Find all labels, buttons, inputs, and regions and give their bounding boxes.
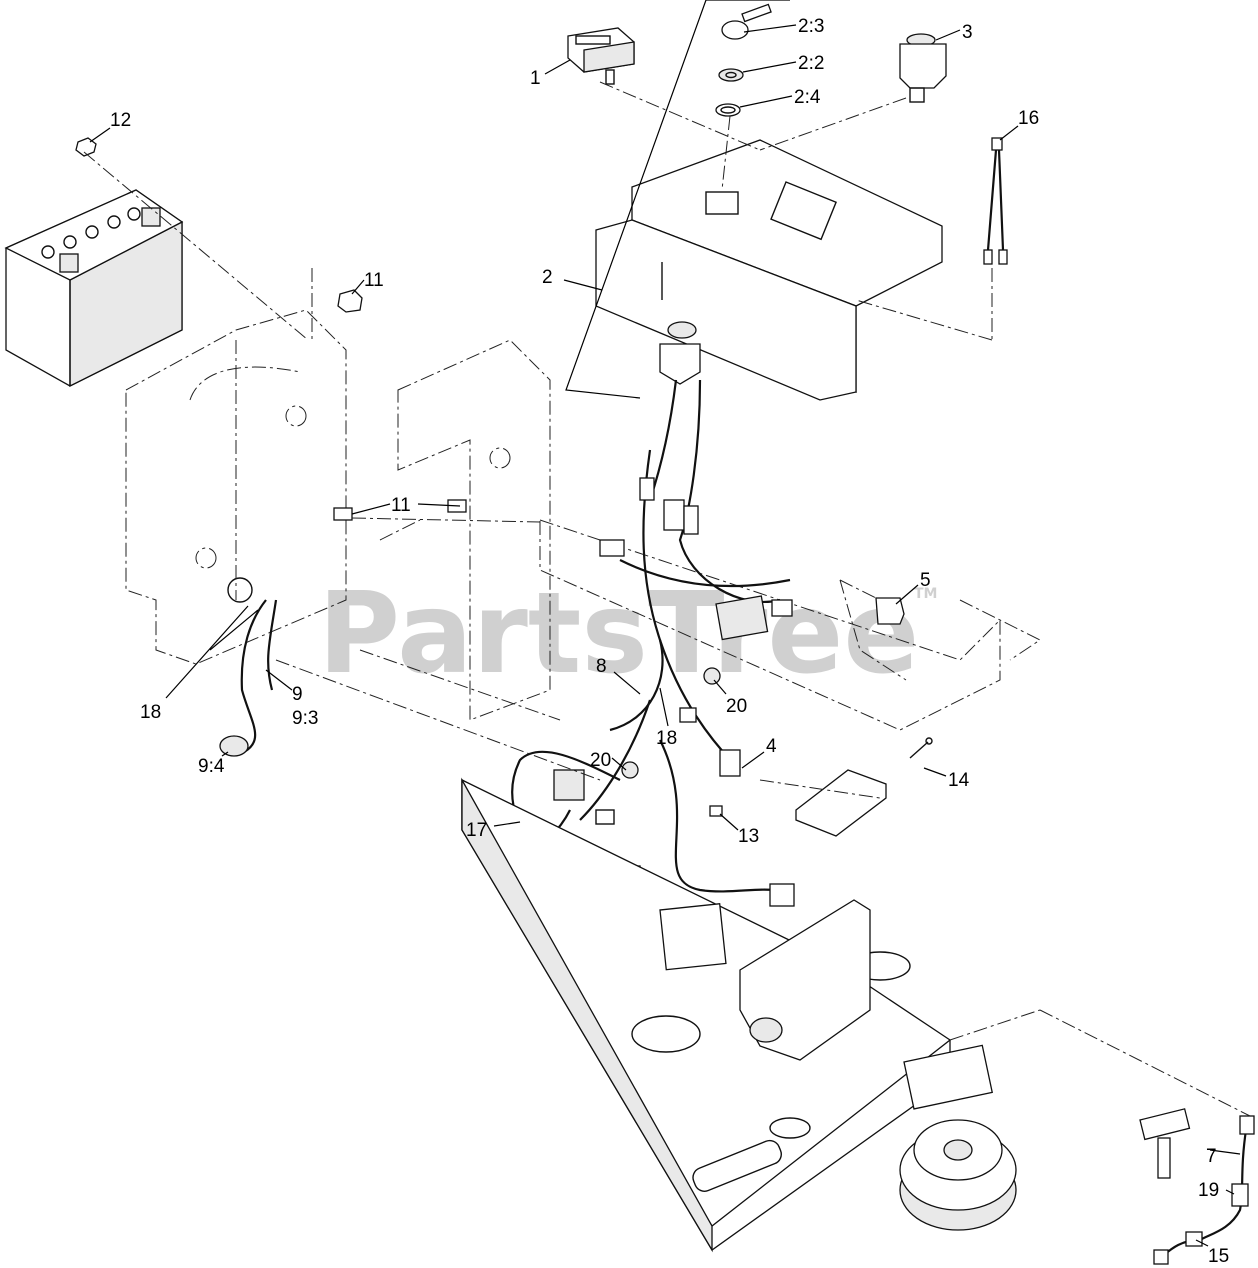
callout-16[interactable]: 16 bbox=[999, 108, 1039, 141]
callout-2-3[interactable]: 2:3 bbox=[743, 16, 824, 37]
callout-9-4[interactable]: 9:4 bbox=[198, 751, 229, 777]
callout-5[interactable]: 5 bbox=[895, 570, 931, 605]
callout-2[interactable]: 2 bbox=[542, 267, 603, 291]
callout-18-mid-label: 18 bbox=[656, 728, 677, 749]
clutch-wire-part bbox=[1153, 1115, 1255, 1265]
ignition-key-part bbox=[715, 3, 772, 117]
callout-19-label: 19 bbox=[1198, 1180, 1219, 1201]
bracket-part bbox=[795, 737, 933, 837]
callout-2-frame bbox=[565, 0, 790, 399]
callout-12-label: 12 bbox=[110, 110, 131, 131]
bolt-parts bbox=[333, 289, 467, 521]
callout-5-label: 5 bbox=[920, 570, 931, 591]
callout-4-label: 4 bbox=[766, 736, 777, 757]
watermark: PartsTree TM bbox=[318, 569, 937, 699]
callout-20-left[interactable]: 20 bbox=[590, 750, 627, 771]
callout-2-3-label: 2:3 bbox=[798, 16, 824, 37]
callout-2-2-label: 2:2 bbox=[798, 53, 824, 74]
frame-rail-part bbox=[539, 519, 1041, 731]
callout-4[interactable]: 4 bbox=[741, 736, 777, 769]
callout-2-2[interactable]: 2:2 bbox=[742, 53, 824, 74]
callout-20-right[interactable]: 20 bbox=[713, 679, 747, 717]
deck-plate-part bbox=[461, 777, 952, 1253]
battery-part bbox=[4, 189, 184, 388]
callout-2-4[interactable]: 2:4 bbox=[739, 87, 821, 108]
watermark-tm: TM bbox=[914, 586, 937, 602]
nut-parts bbox=[621, 667, 721, 779]
callout-18-left-label: 18 bbox=[140, 702, 161, 723]
callout-11-mid[interactable]: 11 bbox=[351, 495, 461, 516]
pto-switch-part bbox=[899, 33, 947, 103]
callout-16-label: 16 bbox=[1018, 108, 1039, 129]
callout-3[interactable]: 3 bbox=[935, 22, 973, 43]
callout-8[interactable]: 8 bbox=[596, 656, 641, 695]
callout-9-3[interactable]: 9:3 bbox=[292, 708, 318, 729]
callout-9[interactable]: 9 bbox=[265, 669, 303, 705]
callout-15-label: 15 bbox=[1208, 1246, 1229, 1267]
callout-18-left[interactable]: 18 bbox=[140, 605, 249, 723]
battery-cable-part bbox=[209, 599, 278, 757]
jumper-wire-part bbox=[983, 137, 1008, 265]
callout-13-label: 13 bbox=[738, 826, 759, 847]
callout-1-label: 1 bbox=[530, 68, 541, 89]
pto-clutch-part bbox=[899, 1108, 1191, 1231]
callout-2-label: 2 bbox=[542, 267, 553, 288]
deck-upright-bracket bbox=[659, 899, 994, 1110]
callout-9-4-label: 9:4 bbox=[198, 756, 225, 777]
callout-14[interactable]: 14 bbox=[923, 767, 970, 791]
alignment-lines bbox=[83, 81, 1251, 1117]
callout-11-top-label: 11 bbox=[364, 270, 384, 291]
callout-7-label: 7 bbox=[1206, 1146, 1217, 1167]
callout-13[interactable]: 13 bbox=[719, 813, 759, 847]
callout-20-right-label: 20 bbox=[726, 696, 747, 717]
control-panel-part bbox=[595, 139, 943, 401]
callout-1[interactable]: 1 bbox=[530, 59, 571, 89]
callout-3-label: 3 bbox=[962, 22, 973, 43]
callout-17-label: 17 bbox=[466, 820, 487, 841]
callout-19[interactable]: 19 bbox=[1198, 1180, 1235, 1201]
callout-20-left-label: 20 bbox=[590, 750, 611, 771]
center-frame-panel bbox=[397, 339, 551, 721]
callout-18-mid[interactable]: 18 bbox=[656, 687, 677, 749]
callout-7[interactable]: 7 bbox=[1206, 1146, 1241, 1167]
callout-8-label: 8 bbox=[596, 656, 607, 677]
callout-12[interactable]: 12 bbox=[89, 110, 131, 143]
callout-9-label: 9 bbox=[292, 684, 303, 705]
callout-2-4-label: 2:4 bbox=[794, 87, 821, 108]
ignition-switch-part bbox=[659, 321, 701, 385]
callout-15[interactable]: 15 bbox=[1195, 1239, 1229, 1267]
clip-part bbox=[709, 805, 723, 817]
callout-11-mid-label: 11 bbox=[391, 495, 411, 516]
callouts: 1 2:3 2:2 2:4 3 12 16 11 bbox=[89, 16, 1241, 1267]
callout-17[interactable]: 17 bbox=[466, 820, 521, 841]
seat-switch-part bbox=[839, 579, 907, 681]
watermark-text: PartsTree bbox=[318, 569, 919, 699]
callout-11-top[interactable]: 11 bbox=[351, 270, 384, 295]
wire-harness-part bbox=[579, 379, 795, 907]
battery-nut-part bbox=[75, 137, 97, 157]
callout-9-3-label: 9:3 bbox=[292, 708, 318, 729]
callout-14-label: 14 bbox=[948, 770, 970, 791]
hour-meter-part bbox=[567, 27, 635, 85]
